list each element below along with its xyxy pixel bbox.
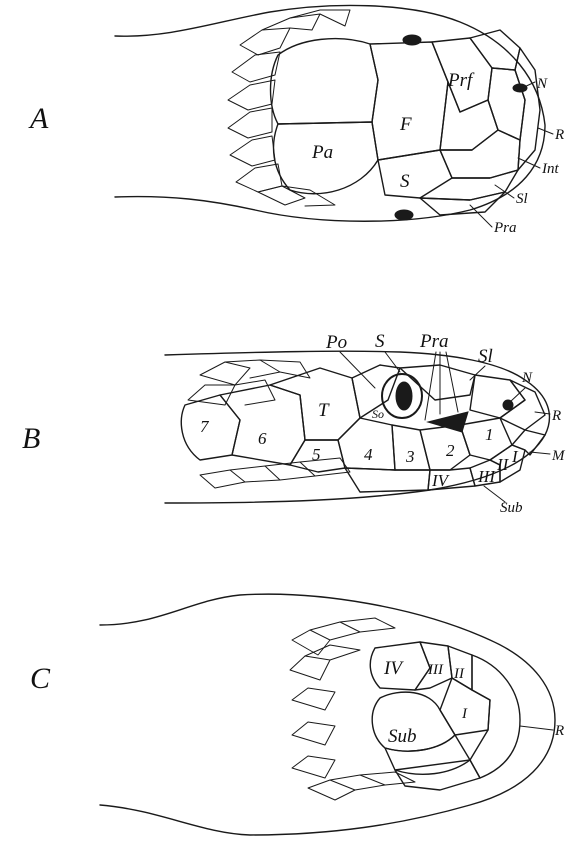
nasal-b [470,375,525,418]
label-b-3: 3 [405,447,415,466]
frontal-shield [370,42,448,160]
supralabial-6 [220,385,305,465]
internasal-shield [488,68,525,140]
label-b-s: S [375,331,385,352]
label-b-t: T [318,400,330,421]
label-a-sl: Sl [516,191,528,207]
panel-b-letter: B [22,422,40,455]
label-c-iv: IV [383,658,404,679]
label-a-pa: Pa [311,142,333,163]
label-b-so: So [372,407,384,421]
label-b-2: 2 [446,441,455,460]
panel-a-letter: A [28,102,49,135]
panel-b-body-scales [188,360,350,488]
panel-a-nostril [513,84,527,92]
panel-a-dorsal-view: A [28,5,564,236]
label-b-1: 1 [485,425,494,444]
label-a-pra: Pra [493,220,517,236]
supralabial-7 [181,395,240,460]
label-b-iii: III [477,467,496,486]
preocular-shield [440,130,520,178]
loreal-pit [428,412,468,432]
panel-a-body-scales [228,10,350,206]
label-a-int: Int [541,161,559,177]
panel-c-letter: C [30,662,51,695]
panel-c-leaders [520,726,553,730]
rostral-shield [515,48,540,170]
label-b-r: R [551,408,561,424]
label-b-sl: Sl [478,346,493,367]
label-c-ii: II [453,666,465,682]
label-c-i: I [461,706,468,722]
label-c-sub: Sub [388,726,417,747]
label-b-5: 5 [312,445,321,464]
parietal-left-top [271,39,379,124]
panel-c-ventral-view: C [30,594,564,835]
label-b-4: 4 [364,445,373,464]
label-b-n: N [521,370,533,386]
supraocular-shield [378,150,452,198]
label-a-f: F [399,114,412,135]
label-c-iii: III [427,662,444,678]
panel-b-nostril [503,400,513,410]
panel-b-lateral-view: B [22,331,566,516]
rostral-c [470,655,520,778]
label-b-6: 6 [258,429,267,448]
infralabial-iv [345,468,430,492]
label-b-po: Po [325,332,347,353]
panel-a-eye-bottom [395,210,413,220]
panel-b-pupil [396,382,412,410]
label-b-iv: IV [431,471,451,490]
panel-a-eye-top [403,35,421,45]
panel-a-outline [115,5,545,221]
label-a-n: N [536,76,548,92]
label-b-pra: Pra [419,331,449,352]
temporal-shield [270,368,360,440]
label-a-prf: Prf [447,70,475,91]
label-b-i: I [511,447,519,466]
label-a-s: S [400,171,410,192]
label-b-7: 7 [200,417,210,436]
label-b-m: M [551,448,566,464]
label-b-ii: II [496,455,510,474]
label-b-sub: Sub [500,500,523,516]
label-a-r: R [554,127,564,143]
panel-c-outline [100,594,555,835]
label-c-r: R [554,723,564,739]
